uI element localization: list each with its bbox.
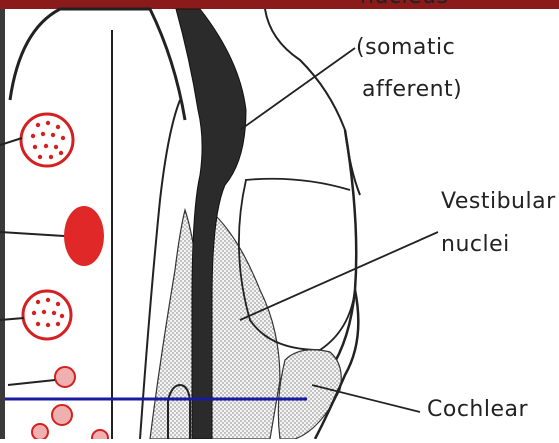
vestibular-nucleus-area (210, 215, 280, 439)
label-nuclei: nuclei (441, 232, 510, 257)
outer-boundary (10, 9, 60, 100)
inner-division-line (245, 179, 350, 190)
label-afferent: afferent) (362, 77, 462, 102)
label-somatic: (somatic (356, 35, 455, 60)
red-stippled-circle-1 (21, 114, 73, 166)
label-cochlear: Cochlear (427, 397, 528, 422)
red-stippled-circle-2 (23, 291, 71, 339)
small-pink-blobs (32, 367, 108, 439)
left-pointer-lines (0, 138, 64, 385)
vestibular-leader-line (240, 232, 438, 320)
somatic-leader-line (240, 48, 355, 130)
label-vestibular: Vestibular (441, 189, 556, 214)
label-nucleus-partial: nucleus (360, 0, 449, 9)
red-solid-circle (64, 206, 104, 266)
cochlear-region (278, 350, 341, 439)
left-edge (0, 9, 5, 439)
midline-tract (60, 9, 185, 120)
